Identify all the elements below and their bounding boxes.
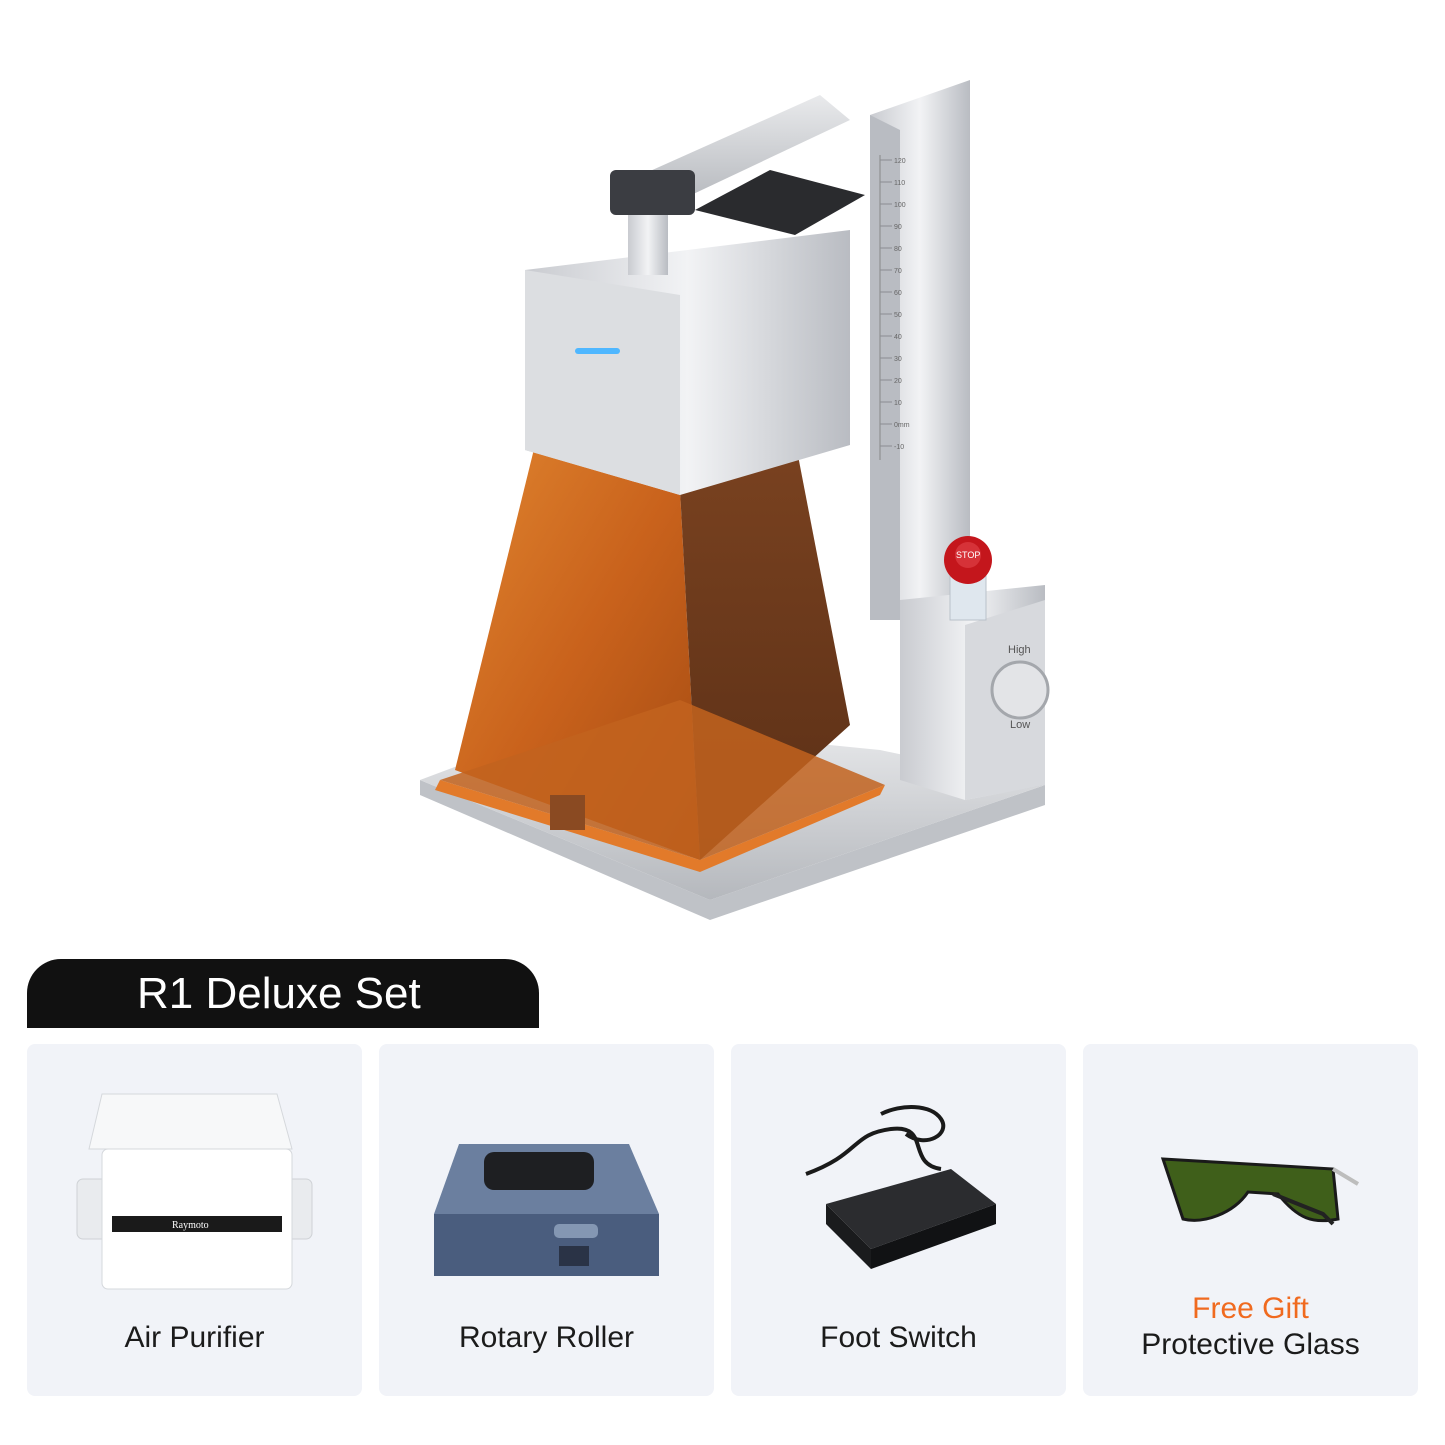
accessory-label: Rotary Roller (458, 1321, 635, 1354)
purifier-brand-label: Raymoto (172, 1220, 209, 1231)
vent-grille (695, 170, 865, 235)
protective-glasses-icon (1160, 1157, 1360, 1226)
foot-switch-icon (805, 1105, 996, 1269)
ruler-mark: 20 (894, 378, 902, 385)
accessory-card-air-purifier[interactable]: Raymoto Air Purifier (27, 1044, 362, 1396)
dial-high-label: High (1008, 644, 1031, 656)
ruler-mark: -10 (894, 444, 904, 451)
control-buttons[interactable] (610, 170, 695, 215)
power-dial[interactable] (990, 660, 1050, 720)
accessory-grid: Raymoto Air Purifier Rotary Roller Foot … (27, 1044, 1419, 1396)
ruler-mark: 60 (894, 290, 902, 297)
accessory-label: Air Purifier (124, 1321, 265, 1354)
ruler-mark: 100 (894, 202, 906, 209)
accessory-card-protective-glass[interactable]: Free Gift Protective Glass (1083, 1044, 1418, 1396)
rotary-roller-icon (434, 1144, 659, 1276)
ruler-mark: 110 (894, 180, 905, 187)
ruler-mark: 10 (894, 400, 902, 407)
set-title-banner: R1 Deluxe Set (27, 959, 539, 1028)
ruler-mark: 40 (894, 334, 902, 341)
stop-label: STOP (956, 550, 980, 560)
accessory-label: Protective Glass (1141, 1328, 1360, 1361)
air-purifier-icon: Raymoto (76, 1093, 313, 1290)
ruler-mark: 120 (894, 158, 906, 165)
accessory-label: Foot Switch (820, 1321, 977, 1354)
ruler-mark: 90 (894, 224, 902, 231)
accessory-card-foot-switch[interactable]: Foot Switch (731, 1044, 1066, 1396)
dial-low-label: Low (1010, 719, 1030, 731)
free-gift-label: Free Gift (1192, 1292, 1309, 1325)
status-light (575, 348, 620, 354)
ruler-mark: 0mm (894, 422, 910, 429)
accessory-card-rotary-roller[interactable]: Rotary Roller (379, 1044, 714, 1396)
set-title: R1 Deluxe Set (137, 969, 421, 1018)
laser-engraver-image: High Low STOP 120 110 100 90 80 70 60 50 40 30 20 1… (420, 80, 1050, 920)
ruler-mark: 30 (894, 356, 902, 363)
ruler-mark: 80 (894, 246, 902, 253)
ruler-mark: 70 (894, 268, 902, 275)
ruler-mark: 50 (894, 312, 902, 319)
